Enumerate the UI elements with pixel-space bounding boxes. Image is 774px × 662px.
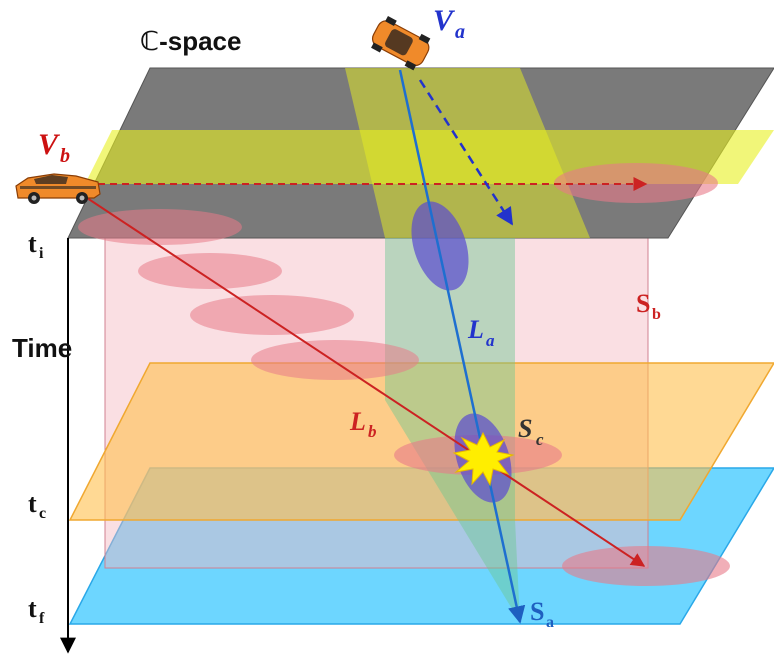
svg-text:L: L — [349, 407, 366, 436]
la-label: L a — [467, 315, 495, 350]
svg-text:c: c — [536, 430, 544, 449]
svg-text:a: a — [486, 331, 495, 350]
tc-label: t c — [28, 489, 46, 522]
svg-text:L: L — [467, 315, 484, 344]
ti-label: t i — [28, 229, 44, 262]
sa-label: S a — [530, 597, 554, 631]
time-label: Time — [12, 333, 72, 363]
footprint-b-bottom-end — [562, 546, 730, 586]
svg-text:V: V — [433, 4, 456, 37]
lane-band-a — [345, 68, 590, 238]
svg-text:V: V — [38, 128, 61, 161]
car-icon — [371, 16, 431, 71]
svg-text:b: b — [368, 422, 377, 441]
svg-text:S: S — [518, 414, 532, 443]
footprint-a-1 — [411, 201, 469, 291]
svg-text:b: b — [652, 306, 661, 323]
trajectory-lb — [77, 191, 646, 567]
svg-text:S: S — [530, 597, 544, 626]
svg-text:f: f — [39, 610, 45, 627]
vb-label: V b — [38, 128, 70, 167]
svg-text:t: t — [28, 229, 37, 258]
sc-label: S c — [518, 414, 544, 449]
footprint-b-1 — [78, 209, 242, 245]
collision-burst-icon — [452, 431, 515, 487]
sweep-volume-a — [385, 238, 520, 622]
footprint-b-4 — [251, 340, 419, 380]
trajectory-la — [398, 69, 526, 624]
svg-text:t: t — [28, 489, 37, 518]
svg-text:t: t — [28, 594, 37, 623]
lb-label: L b — [349, 407, 377, 441]
tf-label: t f — [28, 594, 45, 627]
footprint-b-3 — [190, 295, 354, 335]
va-motion-arrow — [418, 79, 514, 226]
car-icon — [15, 173, 101, 204]
svg-text:S: S — [636, 289, 650, 318]
footprint-b-2 — [138, 253, 282, 289]
svg-text:b: b — [60, 145, 70, 167]
sb-label: S b — [636, 289, 661, 323]
svg-text:c: c — [39, 505, 46, 522]
va-label: V a — [433, 4, 465, 43]
svg-text:a: a — [455, 21, 465, 43]
svg-text:i: i — [39, 245, 44, 262]
cspace-label: ℂ-space — [140, 26, 241, 56]
svg-text:a: a — [546, 614, 554, 631]
